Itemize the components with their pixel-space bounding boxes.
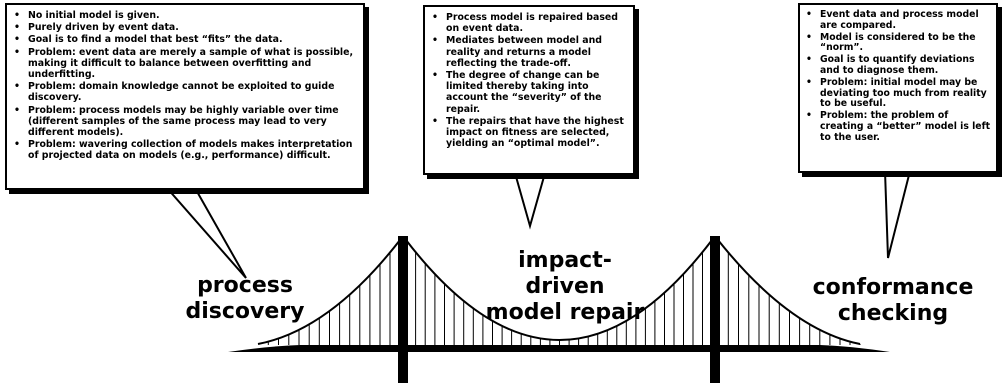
bridge-cable-left xyxy=(257,239,401,345)
bullet-item: Model is considered to be the “norm”. xyxy=(802,32,992,55)
conformance-checking-label: conformance checking xyxy=(812,275,974,326)
bullet-item: Event data and process model are compare… xyxy=(802,9,992,32)
bullet-item: No initial model is given. xyxy=(10,10,357,21)
bullet-item: Purely driven by event data. xyxy=(10,22,357,33)
bridge-hangers xyxy=(267,240,861,345)
bridge-tower-left xyxy=(398,236,408,383)
conformance-bubble-tail xyxy=(883,170,912,259)
bullet-item: Problem: domain knowledge cannot be expl… xyxy=(10,81,357,103)
bullet-item: Problem: process models may be highly va… xyxy=(10,105,357,139)
bullet-item: Goal is to quantify deviations and to di… xyxy=(802,54,992,77)
process-discovery-label: process discovery xyxy=(185,273,305,324)
discovery-bubble-tail xyxy=(164,187,247,279)
bridge-deck xyxy=(228,345,890,352)
bullet-item: Mediates between model and reality and r… xyxy=(428,35,627,69)
model-repair-label: impact-driven model repair xyxy=(485,248,645,325)
repair-bubble-tail xyxy=(513,172,547,230)
bullet-item: Process model is repaired based on event… xyxy=(428,12,627,34)
bullet-item: The repairs that have the highest impact… xyxy=(428,116,627,150)
process-discovery-bubble: No initial model is given. Purely driven… xyxy=(5,3,365,190)
conformance-checking-bubble: Event data and process model are compare… xyxy=(798,3,998,173)
bridge-cable-right xyxy=(717,239,861,345)
bullet-item: Problem: event data are merely a sample … xyxy=(10,47,357,81)
bullet-item: Problem: wavering collection of models m… xyxy=(10,139,357,161)
bridge-cable-main xyxy=(405,239,713,341)
model-repair-bubble: Process model is repaired based on event… xyxy=(423,5,635,175)
bullet-item: Goal is to find a model that best “fits”… xyxy=(10,34,357,45)
bridge-tower-right xyxy=(710,236,720,383)
bullet-item: Problem: initial model may be deviating … xyxy=(802,77,992,110)
bullet-item: Problem: the problem of creating a “bett… xyxy=(802,110,992,143)
bullet-item: The degree of change can be limited ther… xyxy=(428,70,627,115)
